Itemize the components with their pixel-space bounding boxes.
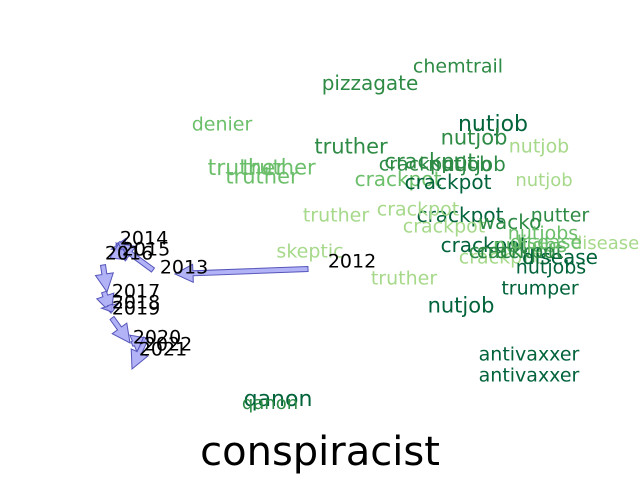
word-chemtrail-0: chemtrail bbox=[412, 55, 504, 78]
diagram-title: conspiracist bbox=[200, 429, 440, 475]
word-crackpot-10: crackpot bbox=[354, 167, 442, 191]
word-wacko-22: wacko bbox=[478, 210, 542, 234]
year-label-2013: 2013 bbox=[159, 256, 209, 279]
arrow-2018-to-2019 bbox=[99, 302, 121, 313]
year-label-2017: 2017 bbox=[111, 280, 161, 303]
word-truther-6: truther bbox=[314, 134, 388, 159]
word-truther-34: truther bbox=[370, 267, 438, 290]
word-nutjob-2: nutjob bbox=[457, 112, 529, 137]
word-nutjob-7: nutjob bbox=[442, 152, 506, 176]
word-crackpot-31: crackpot bbox=[476, 239, 564, 263]
word-nutjobs-26: nutjobs bbox=[492, 233, 568, 257]
year-label-2022: 2022 bbox=[143, 333, 193, 356]
word-crackpot-20: crackpot bbox=[402, 215, 486, 238]
word-disease-29: disease bbox=[522, 245, 598, 269]
year-label-2014: 2014 bbox=[119, 227, 169, 250]
word-pizzagate-1: pizzagate bbox=[321, 71, 419, 95]
word-truther-17: truther bbox=[302, 204, 370, 227]
arrow-2022-to-2021 bbox=[130, 336, 149, 371]
word-antivaxxer-38: antivaxxer bbox=[478, 364, 580, 387]
word-disease-28: disease bbox=[570, 233, 640, 254]
word-crackpot-15: crackpot bbox=[404, 170, 492, 194]
arrow-2015-to-2016 bbox=[109, 242, 128, 261]
word-crackpot-24: crackpot bbox=[440, 233, 528, 257]
word-crackpot-8: crackpot bbox=[384, 149, 476, 174]
word-nutjob-3: nutjob bbox=[440, 125, 508, 150]
year-label-2021: 2021 bbox=[138, 338, 188, 361]
year-label-2019: 2019 bbox=[111, 297, 161, 320]
word-skeptic-30: skeptic bbox=[276, 240, 344, 263]
word-crackpot-27: crackpot bbox=[468, 239, 556, 263]
arrow-2012-to-2013 bbox=[173, 263, 309, 284]
year-label-2020: 2020 bbox=[132, 326, 182, 349]
word-antivaxxer-37: antivaxxer bbox=[478, 343, 580, 366]
word-crackpot-18: crackpot bbox=[416, 203, 504, 227]
arrow-2019-to-2020 bbox=[109, 315, 131, 344]
word-truther-12: truther bbox=[242, 155, 316, 180]
word-disease-32: disease bbox=[509, 231, 583, 254]
word-nutjobs-33: nutjobs bbox=[515, 256, 587, 279]
arrow-2016-to-2017 bbox=[94, 264, 115, 294]
word-truther-11: truther bbox=[207, 156, 285, 181]
word-truther-13: truther bbox=[225, 164, 299, 189]
word-nutjobs-23: nutjobs bbox=[507, 222, 579, 245]
word-crackpot-19: crackpot bbox=[376, 198, 460, 221]
word-qanon-40: qanon bbox=[241, 393, 299, 414]
word-trumper-35: trumper bbox=[501, 277, 579, 300]
word-crackpot-25: crackpot bbox=[458, 246, 542, 269]
word-nutjob-16: nutjob bbox=[428, 152, 492, 176]
word-crackpot-14: crackpot bbox=[378, 153, 462, 176]
year-label-2015: 2015 bbox=[121, 238, 171, 261]
year-label-2018: 2018 bbox=[111, 291, 161, 314]
word-denier-5: denier bbox=[191, 113, 253, 136]
year-label-2016: 2016 bbox=[104, 242, 154, 265]
year-label-2012: 2012 bbox=[327, 250, 377, 273]
word-qanon-39: qanon bbox=[243, 387, 313, 412]
word-nutjob-36: nutjob bbox=[427, 293, 495, 318]
word-nutter-21: nutter bbox=[530, 204, 590, 227]
word-nutjob-9: nutjob bbox=[515, 170, 573, 191]
arrow-2020-to-2022 bbox=[129, 334, 147, 353]
word-nutjob-4: nutjob bbox=[508, 135, 570, 158]
